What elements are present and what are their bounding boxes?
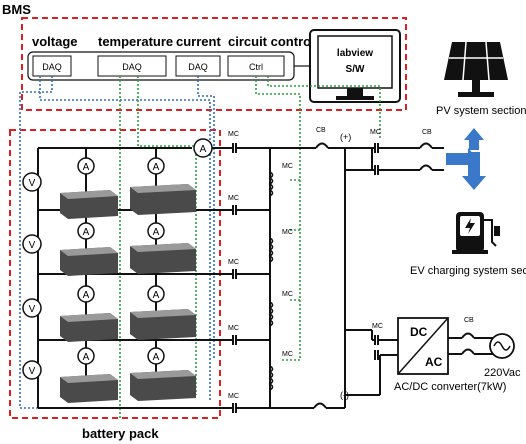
- converter-top-label: DC: [410, 325, 428, 339]
- mc-label: MC: [282, 229, 293, 236]
- converter-label: AC/DC converter(7kW): [394, 381, 506, 393]
- pv-label: PV system section: [436, 105, 526, 117]
- voltmeter-label: V: [29, 240, 36, 251]
- label-temperature: temperature: [98, 34, 173, 49]
- ammeter-icon: [147, 157, 165, 175]
- software-line1: labview: [337, 48, 373, 59]
- ammeter-label: A: [83, 352, 90, 363]
- voltmeter-icon: [22, 298, 42, 318]
- mc-label: MC: [282, 291, 293, 298]
- battery-module: [130, 309, 196, 340]
- voltmeter-label: V: [29, 304, 36, 315]
- control-wire-2: [267, 76, 381, 140]
- ammeter-label: A: [153, 162, 160, 173]
- ammeter-icon: [147, 222, 165, 240]
- mc-label: MC: [372, 323, 383, 330]
- voltage-sense-wire: [19, 76, 212, 409]
- control-wire: [255, 76, 301, 361]
- voltmeter-label: V: [29, 366, 36, 377]
- control-wire-3: [290, 179, 300, 301]
- voltmeter-label: V: [29, 178, 36, 189]
- ammeter-icon: [77, 285, 95, 303]
- ammeter-icon: [147, 285, 165, 303]
- mc-coils: [268, 171, 274, 391]
- ammeter-icon: [77, 157, 95, 175]
- main-ammeter-label: A: [200, 144, 207, 155]
- daq-temperature-box: [97, 55, 167, 77]
- battery-module: [130, 184, 196, 215]
- mc-label: MC: [228, 393, 239, 400]
- daq-temperature-label: DAQ: [122, 62, 142, 72]
- voltmeters: V V V V: [22, 172, 42, 380]
- ammeter-icon: [77, 347, 95, 365]
- battery-modules: [60, 184, 196, 403]
- label-circuit-control: circuit control: [228, 34, 315, 49]
- grid-label: 220Vac: [484, 367, 521, 379]
- battery-module: [60, 313, 118, 342]
- software-line2: S/W: [346, 64, 365, 75]
- ammeter-label: A: [83, 290, 90, 301]
- bms-title: BMS: [2, 2, 31, 17]
- mc-label: MC: [370, 129, 381, 136]
- current-sense-wire: [197, 76, 215, 360]
- label-voltage: voltage: [32, 34, 78, 49]
- plus-label: (+): [340, 132, 351, 142]
- ammeter-label: A: [153, 227, 160, 238]
- battery-module: [60, 247, 118, 276]
- pv-branch: [372, 142, 444, 175]
- mc-label: MC: [228, 325, 239, 332]
- mc-label: MC: [228, 259, 239, 266]
- ac-wave: [493, 341, 511, 351]
- ammeter-icon: [147, 347, 165, 365]
- bms-border: [21, 17, 407, 111]
- voltage-sense-wire-2: [39, 76, 211, 400]
- ammeters: A A A A A A A A A: [77, 138, 213, 365]
- mc-label: MC: [228, 195, 239, 202]
- power-flow-arrows: [446, 128, 486, 190]
- ammeter-icon: [77, 222, 95, 240]
- label-current: current: [176, 34, 221, 49]
- ctrl-label: Ctrl: [249, 62, 263, 72]
- voltmeter-icon: [22, 172, 42, 192]
- daq-voltage-label: DAQ: [42, 62, 62, 72]
- ev-charger-icon: [452, 212, 500, 254]
- converter-branch: [372, 335, 398, 360]
- battery-module: [130, 243, 196, 274]
- ammeter-label: A: [83, 227, 90, 238]
- mc-label: MC: [282, 351, 293, 358]
- right-buses: [345, 147, 381, 396]
- mc-label: MC: [282, 163, 293, 170]
- grid-branch: [448, 332, 494, 355]
- battery-module: [60, 190, 118, 219]
- cb-label: CB: [316, 127, 326, 134]
- converter-diagonal: [397, 317, 449, 375]
- converter-bottom-label: AC: [425, 355, 443, 369]
- solar-panel-icon: [444, 41, 508, 97]
- battery-module: [130, 370, 196, 401]
- daq-current-label: DAQ: [188, 62, 208, 72]
- mc-label: MC: [228, 131, 239, 138]
- ammeter-label: A: [153, 290, 160, 301]
- cb-label: CB: [464, 317, 474, 324]
- ev-label: EV charging system section: [410, 265, 526, 277]
- temperature-sense-wire-2: [137, 76, 197, 395]
- ammeter-label: A: [83, 162, 90, 173]
- monitor-stand: [347, 88, 363, 96]
- cb-main: [310, 142, 346, 409]
- monitor-screen: [317, 35, 393, 89]
- voltmeter-icon: [22, 234, 42, 254]
- mc-section: [212, 147, 310, 409]
- voltmeter-icon: [22, 360, 42, 380]
- battery-module: [60, 374, 118, 403]
- ammeter-label: A: [153, 352, 160, 363]
- monitor-base: [336, 96, 374, 100]
- minus-label: (-): [340, 390, 349, 400]
- battery-pack-label: battery pack: [82, 426, 159, 441]
- mc-contacts: [232, 143, 237, 413]
- cb-label: CB: [422, 129, 432, 136]
